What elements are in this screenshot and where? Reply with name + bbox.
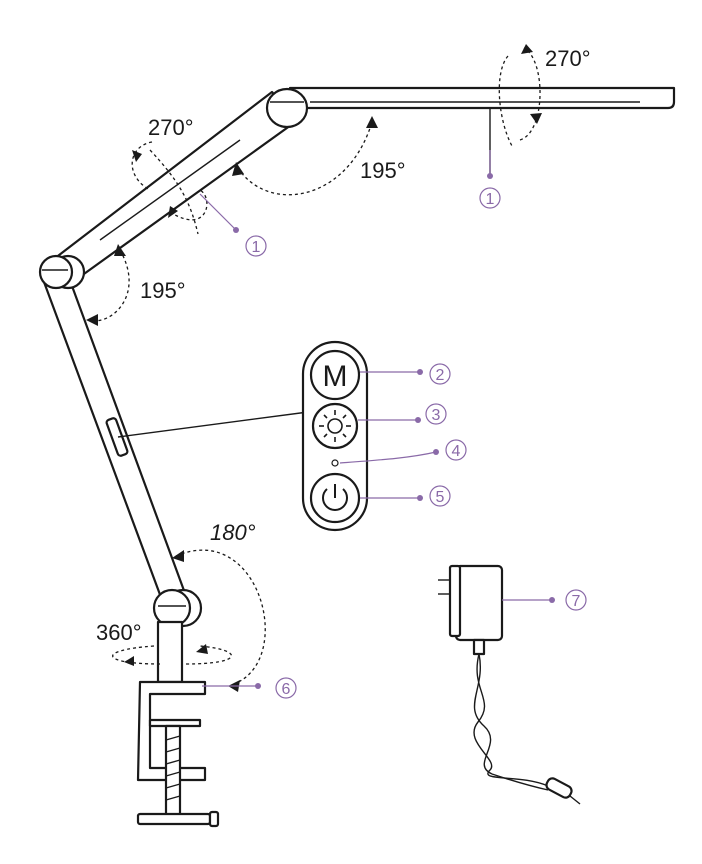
callout-clamp: 6 bbox=[202, 677, 297, 699]
head-hinge-arc bbox=[232, 116, 378, 196]
lower-arm bbox=[42, 280, 188, 602]
svg-text:7: 7 bbox=[572, 593, 581, 610]
power-button[interactable] bbox=[309, 472, 361, 524]
base-swivel-arc bbox=[112, 644, 233, 666]
indicator-light bbox=[331, 459, 339, 467]
sun-icon bbox=[319, 410, 351, 442]
callout-arm-light: 1 bbox=[199, 193, 267, 257]
brightness-button[interactable] bbox=[311, 402, 359, 450]
angle-label-head: 270° bbox=[545, 46, 591, 71]
svg-text:1: 1 bbox=[252, 239, 261, 256]
callout-mode-button: 2 bbox=[360, 363, 451, 385]
callout-head-light: 1 bbox=[479, 150, 501, 209]
svg-text:6: 6 bbox=[282, 681, 291, 698]
head-rotation-arc bbox=[498, 44, 542, 147]
angle-label-arm-rotate: 270° bbox=[148, 115, 194, 140]
mode-button[interactable]: M bbox=[309, 349, 361, 401]
mode-letter: M bbox=[323, 360, 348, 393]
svg-text:2: 2 bbox=[436, 367, 445, 384]
angle-label-head-hinge: 195° bbox=[360, 158, 406, 183]
power-icon bbox=[322, 484, 348, 511]
lamp-head bbox=[288, 86, 676, 175]
angle-label-base-tilt: 180° bbox=[210, 520, 256, 545]
svg-text:5: 5 bbox=[436, 489, 445, 506]
arm-rotation-arc bbox=[131, 141, 208, 235]
power-adapter bbox=[438, 564, 581, 805]
head-joint bbox=[265, 87, 309, 129]
callout-indicator: 4 bbox=[339, 439, 467, 464]
callout-adapter: 7 bbox=[502, 589, 587, 611]
svg-text:4: 4 bbox=[452, 443, 461, 460]
elbow-joint bbox=[38, 254, 86, 290]
callout-brightness-button: 3 bbox=[358, 403, 447, 425]
base-joint bbox=[152, 588, 203, 628]
svg-text:1: 1 bbox=[486, 191, 495, 208]
angle-label-elbow: 195° bbox=[140, 278, 186, 303]
angle-label-swivel: 360° bbox=[96, 620, 142, 645]
elbow-hinge-arc bbox=[86, 244, 130, 326]
control-panel: M bbox=[301, 340, 369, 532]
svg-text:3: 3 bbox=[432, 407, 441, 424]
callout-power-button: 5 bbox=[360, 485, 451, 507]
clamp-base bbox=[136, 620, 220, 828]
